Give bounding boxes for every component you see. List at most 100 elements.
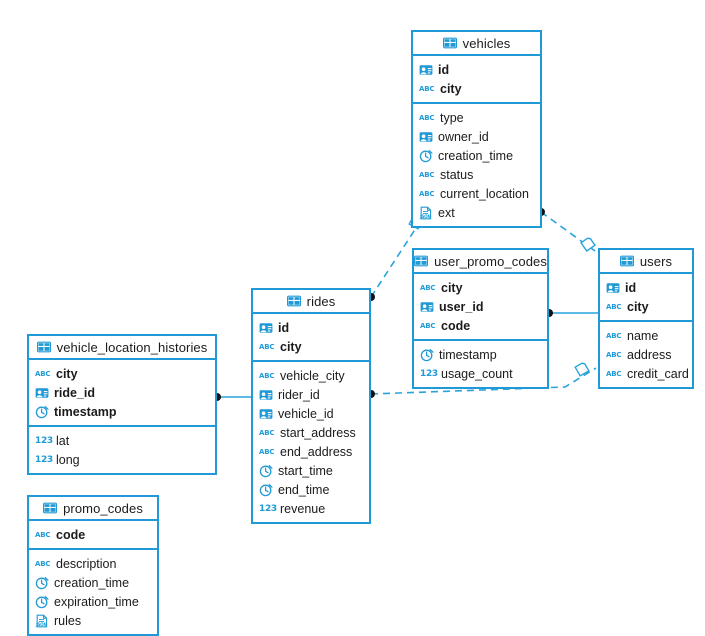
column-name: city	[280, 339, 302, 354]
column-name: rules	[54, 613, 82, 628]
column-row[interactable]: timestamp	[414, 345, 547, 364]
abc-icon: ABC	[419, 113, 435, 122]
abc-icon: ABC	[419, 84, 435, 93]
table-header-users[interactable]: users	[600, 250, 692, 274]
relationship-upc-users[interactable]	[545, 309, 598, 317]
primary-key-row[interactable]: ride_id	[29, 383, 215, 402]
column-name: start_time	[278, 463, 333, 478]
column-name: city	[627, 299, 649, 314]
column-name: current_location	[440, 186, 529, 201]
id-icon	[35, 386, 49, 400]
column-row[interactable]: start_time	[253, 461, 369, 480]
column-row[interactable]: end_time	[253, 480, 369, 499]
table-icon	[36, 340, 51, 354]
relationship-vlh-rides[interactable]	[213, 393, 251, 401]
abc-icon: ABC	[606, 350, 622, 359]
table-icon	[286, 294, 301, 308]
id-icon	[606, 281, 620, 295]
primary-key-row[interactable]: ABC city	[600, 297, 692, 316]
primary-key-row[interactable]: ABC code	[29, 525, 157, 544]
column-row[interactable]: rider_id	[253, 385, 369, 404]
table-header-promo_codes[interactable]: promo_codes	[29, 497, 157, 521]
id-icon	[419, 63, 433, 77]
clock-icon	[420, 348, 434, 362]
primary-key-row[interactable]: user_id	[414, 297, 547, 316]
column-name: expiration_time	[54, 594, 139, 609]
primary-key-row[interactable]: id	[600, 278, 692, 297]
table-header-rides[interactable]: rides	[253, 290, 369, 314]
column-name: timestamp	[54, 404, 117, 419]
123-icon: 123	[35, 454, 53, 465]
table-header-user_promo_codes[interactable]: user_promo_codes	[414, 250, 547, 274]
abc-icon: ABC	[606, 369, 622, 378]
column-name: status	[440, 167, 474, 182]
column-row[interactable]: vehicle_id	[253, 404, 369, 423]
column-name: ext	[438, 205, 455, 220]
column-row[interactable]: owner_id	[413, 127, 540, 146]
column-row[interactable]: creation_time	[413, 146, 540, 165]
abc-icon: ABC	[606, 302, 622, 311]
primary-key-row[interactable]: ABC city	[253, 337, 369, 356]
column-name: id	[438, 62, 450, 77]
primary-key-section-promo_codes: ABC code	[29, 521, 157, 550]
relationship-vehicles-users[interactable]	[537, 208, 596, 252]
table-title: promo_codes	[63, 500, 143, 516]
column-name: end_time	[278, 482, 330, 497]
column-name: vehicle_id	[278, 406, 334, 421]
column-name: type	[440, 110, 464, 125]
column-row[interactable]: JSON ext	[413, 203, 540, 222]
table-icon	[619, 254, 634, 268]
primary-key-row[interactable]: ABC city	[413, 79, 540, 98]
primary-key-row[interactable]: id	[253, 318, 369, 337]
table-header-vehicles[interactable]: vehicles	[413, 32, 540, 56]
column-row[interactable]: creation_time	[29, 573, 157, 592]
table-header-vehicle_location_histories[interactable]: vehicle_location_histories	[29, 336, 215, 360]
column-name: name	[627, 328, 659, 343]
abc-icon: ABC	[35, 530, 51, 539]
column-row[interactable]: expiration_time	[29, 592, 157, 611]
clock-icon	[35, 576, 49, 590]
column-name: start_address	[280, 425, 356, 440]
column-name: timestamp	[439, 347, 497, 362]
column-name: code	[56, 527, 86, 542]
column-name: city	[440, 81, 462, 96]
123-icon: 123	[35, 435, 53, 446]
primary-key-row[interactable]: timestamp	[29, 402, 215, 421]
primary-key-row[interactable]: id	[413, 60, 540, 79]
abc-icon: ABC	[259, 342, 275, 351]
column-row[interactable]: ABC type	[413, 108, 540, 127]
table-icon	[442, 36, 457, 50]
json-icon: JSON	[419, 206, 433, 220]
123-icon: 123	[420, 368, 438, 379]
column-name: city	[56, 366, 78, 381]
column-name: user_id	[439, 299, 484, 314]
